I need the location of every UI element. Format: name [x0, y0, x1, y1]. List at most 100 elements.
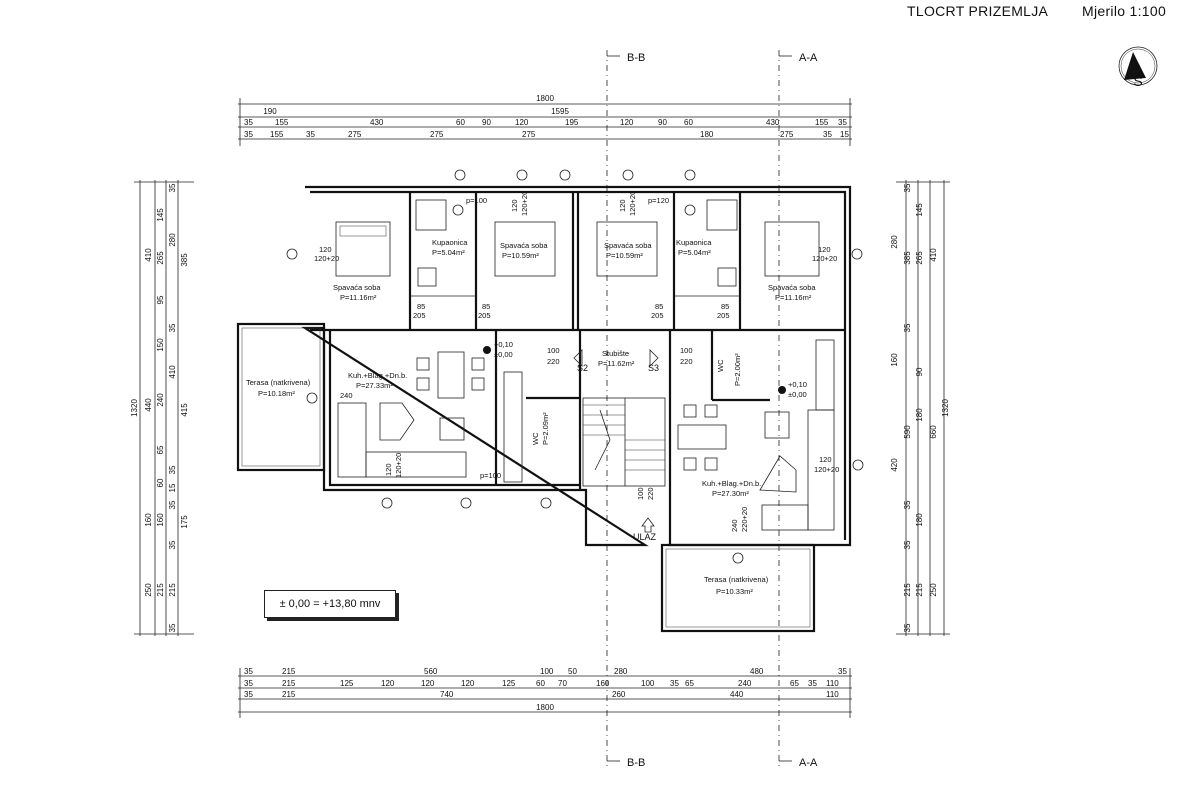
room-terrace2-area: P=10.33m² — [716, 587, 753, 596]
svg-text:S: S — [1133, 73, 1142, 89]
dim-text: 240 — [738, 679, 752, 688]
dim-text: 180 — [915, 513, 924, 527]
section-line-aa: A-A A-A — [778, 50, 818, 769]
room-bed3-area: P=10.59m² — [606, 251, 643, 260]
opening-label: 100 — [636, 487, 645, 500]
dim-text: 35 — [168, 540, 177, 549]
beds — [335, 221, 820, 277]
dim-text: 35 — [168, 500, 177, 509]
dim-text: 35 — [903, 183, 912, 192]
dim-text: 440 — [730, 690, 744, 699]
section-label-aa-top: A-A — [799, 52, 818, 64]
opening-label: p=120 — [648, 196, 669, 205]
dim-text: 145 — [915, 203, 924, 217]
dim-text: 35 — [244, 690, 253, 699]
dim-text: 60 — [156, 478, 165, 487]
dim-text: 180 — [700, 130, 714, 139]
dim-right-row2: 410 590 660 250 — [903, 248, 938, 597]
dim-text: 35 — [168, 465, 177, 474]
dim-text: 35 — [903, 500, 912, 509]
dim-top-row3: 35 155 430 60 90 120 195 120 90 60 430 1… — [244, 118, 847, 127]
dim-text: 415 — [180, 403, 189, 417]
dim-text: 50 — [568, 667, 577, 676]
opening-label: 220 — [646, 487, 655, 500]
dim-text: 275 — [430, 130, 444, 139]
dim-left-row4: 35 280 385 35 410 415 35 15 35 175 35 21… — [168, 183, 189, 632]
dim-top-1595: 1595 — [551, 107, 569, 116]
dim-text: 250 — [929, 583, 938, 597]
room-bed1-name: Spavaća soba — [333, 283, 381, 292]
dim-text: 110 — [826, 679, 839, 688]
dim-text: 155 — [275, 118, 289, 127]
opening-labels: 120 120+20 p=100 120 120+20 120 120+20 p… — [314, 191, 839, 532]
opening-label: 120 — [510, 199, 519, 212]
section-label-bb-bottom: B-B — [627, 757, 645, 769]
dim-text: 35 — [903, 540, 912, 549]
opening-label: 220 — [680, 357, 693, 366]
room-terrace1-name: Terasa (natkrivena) — [246, 378, 311, 387]
room-kitchen2-name: Kuh.+Blag.+Dn.b. — [702, 479, 761, 488]
opening-label: 120 — [384, 463, 393, 476]
dim-text: 125 — [502, 679, 516, 688]
dim-text: 35 — [244, 118, 253, 127]
dim-bottom-row3: 35 215 740 260 440 110 — [244, 690, 839, 699]
section-line-bb: B-B B-B — [606, 50, 645, 769]
stair-label-s3: S3 — [648, 363, 659, 373]
dim-text: 590 — [903, 425, 912, 439]
dim-text: 60 — [536, 679, 545, 688]
opening-label: 220 — [547, 357, 560, 366]
dim-text: 430 — [766, 118, 780, 127]
dim-text: 215 — [282, 667, 296, 676]
dim-text: 125 — [340, 679, 354, 688]
dim-text: 15 — [840, 130, 849, 139]
opening-label: 100 — [680, 346, 693, 355]
dim-text: 65 — [790, 679, 799, 688]
dim-left-row3: 145 265 95 150 240 65 60 160 215 — [156, 208, 165, 597]
dim-text: 120 — [421, 679, 435, 688]
dim-text: 160 — [890, 353, 899, 367]
dim-text: 275 — [780, 130, 794, 139]
window-markers — [286, 169, 864, 564]
dim-text: 110 — [826, 690, 839, 699]
room-bed2-name: Spavaća soba — [500, 241, 548, 250]
dim-text: 35 — [808, 679, 817, 688]
dimension-right: 1320 410 590 660 250 145 265 160 90 180 … — [890, 180, 950, 636]
opening-label: 120+20 — [520, 191, 529, 216]
dim-top-total: 1800 — [536, 94, 554, 103]
terrace-left — [236, 322, 326, 472]
dim-bottom-row2: 35 215 125 120 120 120 125 60 70 160 100… — [244, 679, 839, 688]
dim-text: 280 — [890, 235, 899, 249]
opening-label: p=100 — [480, 471, 501, 480]
dim-text: 160 — [596, 679, 610, 688]
opening-label: p=100 — [466, 196, 487, 205]
dim-text: 280 — [168, 233, 177, 247]
dim-text: 35 — [168, 623, 177, 632]
staircase — [582, 397, 666, 487]
dim-text: 250 — [144, 583, 153, 597]
dim-text: 15 — [168, 483, 177, 492]
stair-label-s2: S2 — [577, 363, 588, 373]
opening-label: 205 — [651, 311, 664, 320]
elevation-note: ± 0,00 = +13,80 mnv — [264, 590, 396, 618]
dim-text: 480 — [750, 667, 764, 676]
room-terrace1-area: P=10.18m² — [258, 389, 295, 398]
room-labels: Spavaća soba P=11.16m² Kupaonica P=5.04m… — [246, 238, 816, 596]
dim-text: 35 — [903, 623, 912, 632]
drawing-scale: Mjerilo 1:100 — [1082, 3, 1167, 19]
dim-text: 265 — [915, 251, 924, 265]
dim-text: 155 — [815, 118, 829, 127]
room-bed1-area: P=11.16m² — [340, 293, 377, 302]
dim-text: 215 — [168, 583, 177, 597]
dim-text: 60 — [456, 118, 465, 127]
dim-text: 240 — [156, 393, 165, 407]
dim-text: 280 — [614, 667, 628, 676]
dim-text: 35 — [823, 130, 832, 139]
dim-text: 150 — [156, 338, 165, 352]
dim-text: 65 — [685, 679, 694, 688]
kitchen-right-furniture — [677, 339, 835, 531]
terrace-right — [660, 543, 816, 633]
dim-text: 90 — [658, 118, 667, 127]
dim-right-total: 1320 — [941, 399, 950, 417]
room-bath2-name: Kupaonica — [676, 238, 712, 247]
